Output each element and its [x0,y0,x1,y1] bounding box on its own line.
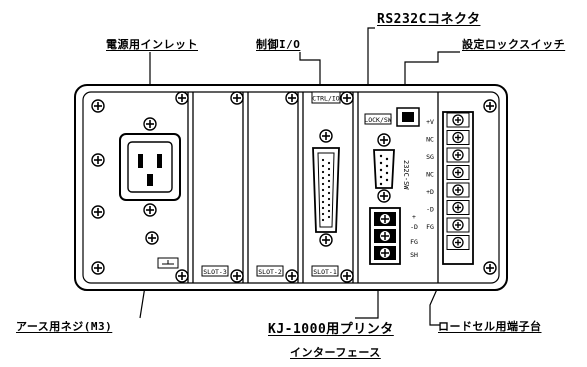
printer-interface-label-line1: KJ-1000用プリンタ [268,322,394,337]
printer-term-label-2: -D [410,223,418,231]
slot-2-text: SLOT-2 [258,268,282,276]
printer-term-label-1: + [412,213,416,221]
loadcell-terminal-label: -D [426,206,434,214]
slot-1-tag: SLOT-1 [311,265,339,277]
printer-term-label-3: FG [410,238,418,246]
slot-2-tag: SLOT-2 [256,265,284,277]
slot-dividers [187,92,439,283]
rs232c-tag-text: 232C-SW [402,160,410,190]
slot-3-text: SLOT-3 [203,268,227,276]
power-inlet [119,117,181,217]
loadcell-terminal-label: +V [426,118,434,126]
printer-interface-terminal: + -D FG SH [369,207,418,265]
loadcell-terminal-label: +D [426,188,434,196]
power-inlet-label: 電源用インレット [106,38,198,51]
loadcell-terminal-label: NC [426,136,434,144]
loadcell-terminal-label: ロードセル用端子台 [438,320,542,333]
control-io-connector: CTRL/IO [311,91,341,247]
loadcell-terminal-block: +V NC SG NC +D -D FG [426,111,474,265]
control-io-label: 制御I/O [256,38,301,51]
ctrl-io-tag-text: CTRL/IO [312,95,339,103]
ground-screw [145,231,179,269]
printer-interface-label-line2: インターフェース [290,346,381,359]
slot-1-text: SLOT-1 [313,268,337,276]
printer-term-label-4: SH [410,251,418,259]
lock-switch: LOCK/SW [364,107,420,127]
loadcell-terminal-label: NC [426,171,434,179]
rs232c-connector: 232C-SW [373,133,410,203]
loadcell-terminal-label: FG [426,223,434,231]
slot-3-tag: SLOT-3 [201,265,229,277]
loadcell-terminal-label: SG [426,153,434,161]
ground-screw-label: アース用ネジ(M3) [16,320,113,333]
lock-tag-text: LOCK/SW [364,116,391,124]
lock-switch-label: 設定ロックスイッチ [462,38,566,51]
rs232c-connector-label: RS232Cコネクタ [377,12,481,27]
